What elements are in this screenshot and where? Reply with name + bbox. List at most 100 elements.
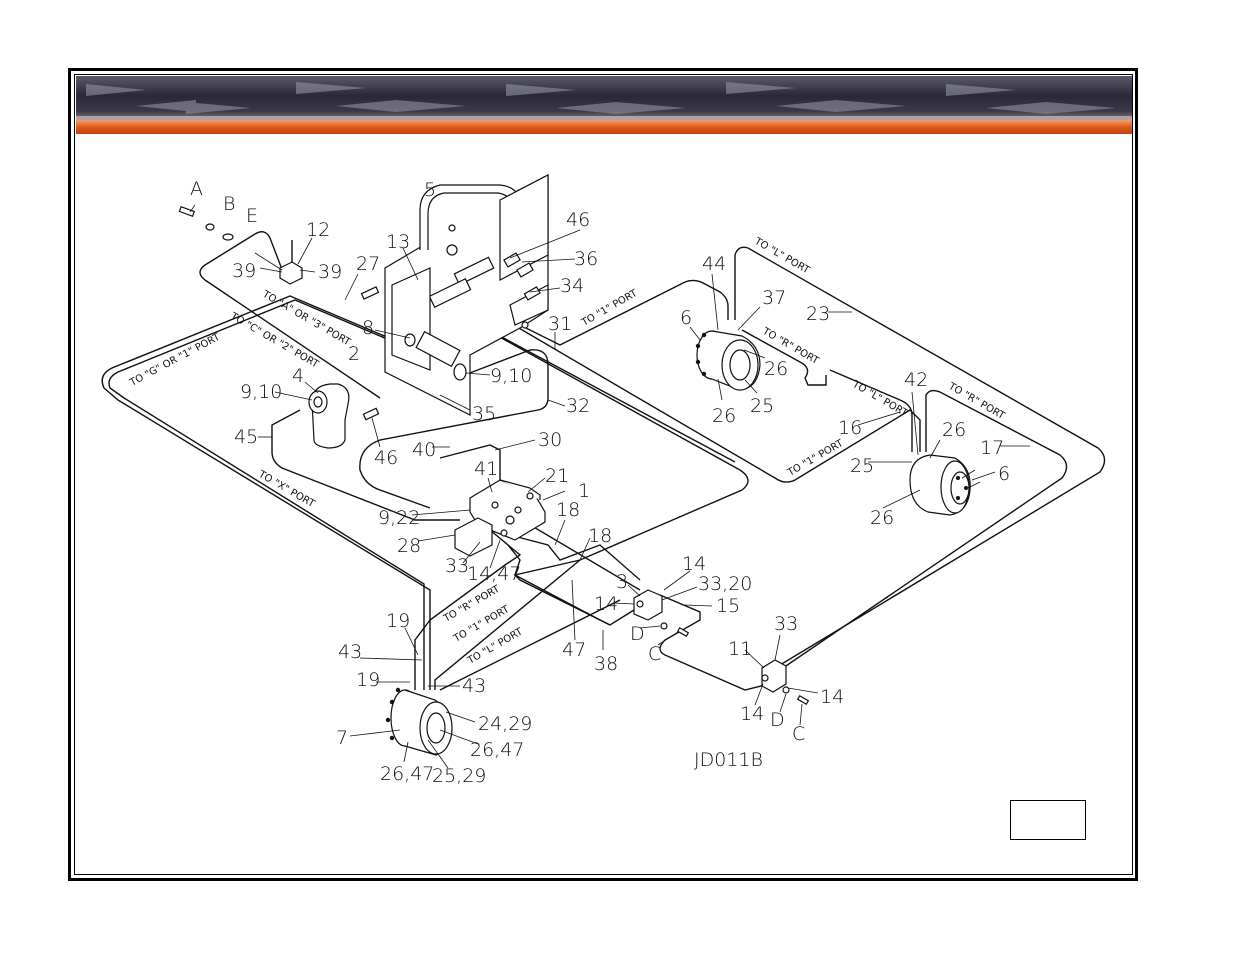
- label-17: 17: [980, 437, 1004, 459]
- bolt-27: [360, 286, 380, 300]
- label-24-29: 24,29: [478, 713, 532, 735]
- label-25a: 25: [750, 395, 774, 417]
- label-39a: 39: [232, 260, 256, 282]
- pin-a: [178, 205, 196, 217]
- label-45: 45: [234, 426, 258, 448]
- label-32: 32: [566, 395, 590, 417]
- bolt-46: [362, 407, 380, 421]
- label-13: 13: [386, 231, 410, 253]
- label-B: B: [223, 193, 235, 215]
- label-D2: D: [770, 709, 785, 731]
- fitting-46: [503, 252, 521, 268]
- label-26-47b: 26,47: [380, 763, 434, 785]
- label-C1: C: [648, 643, 661, 665]
- label-25b: 25: [850, 455, 874, 477]
- port-1-a: TO "1" PORT: [579, 288, 640, 330]
- label-A: A: [190, 178, 203, 200]
- label-33b: 33: [774, 613, 798, 635]
- label-26d: 26: [870, 507, 894, 529]
- label-19a: 19: [386, 610, 410, 632]
- label-6a: 6: [680, 307, 692, 329]
- label-26-47a: 26,47: [470, 739, 524, 761]
- label-C2: C: [792, 723, 805, 745]
- port-l-2: TO "L" PORT: [850, 379, 910, 420]
- label-38: 38: [594, 653, 618, 675]
- label-6b: 6: [998, 463, 1010, 485]
- wheel-motor-rear-right: [909, 454, 981, 516]
- tube-30: [439, 444, 501, 495]
- label-21: 21: [545, 465, 569, 487]
- leader-lines: [189, 204, 1030, 769]
- wheel-motor-front-right: [695, 330, 761, 391]
- label-43b: 43: [462, 675, 486, 697]
- fitting-36: [516, 262, 534, 278]
- fitting-14a: [636, 600, 644, 608]
- label-23: 23: [806, 303, 830, 325]
- label-47: 47: [562, 639, 586, 661]
- tube-32: [359, 349, 549, 509]
- washer-b: [205, 223, 215, 231]
- label-36: 36: [574, 248, 598, 270]
- fitting-34: [523, 286, 541, 301]
- washer-d1: [660, 622, 668, 630]
- label-14b: 14: [594, 593, 618, 615]
- tube-16: [487, 309, 921, 483]
- tube-g1-port-b: [108, 299, 425, 690]
- label-14c: 14: [820, 686, 844, 708]
- label-9-10b: 9,10: [490, 365, 532, 387]
- tube-r-port-1: [741, 329, 827, 386]
- label-34: 34: [560, 275, 584, 297]
- label-18b: 18: [588, 525, 612, 547]
- label-19b: 19: [356, 669, 380, 691]
- port-r-2: TO "R" PORT: [946, 381, 1007, 423]
- tube-17: [779, 389, 1068, 671]
- label-33-20: 33,20: [698, 573, 752, 595]
- label-15: 15: [716, 595, 740, 617]
- label-14d: 14: [740, 703, 764, 725]
- tube-18-b: [509, 534, 641, 581]
- tube-top-left: [199, 231, 381, 399]
- tube-40-b: [469, 319, 736, 463]
- port-g-or-1: TO "G" OR "1" PORT: [127, 331, 222, 389]
- reservoir-4: [308, 383, 350, 449]
- label-3: 3: [616, 571, 628, 593]
- label-18a: 18: [556, 499, 580, 521]
- label-25-29: 25,29: [432, 765, 486, 787]
- outer-border: [68, 68, 1138, 881]
- label-28: 28: [397, 535, 421, 557]
- label-39b: 39: [318, 261, 342, 283]
- tube-38: [507, 544, 651, 626]
- label-33a: 33: [445, 555, 469, 577]
- label-16: 16: [838, 417, 862, 439]
- label-D1: D: [630, 623, 645, 645]
- label-2: 2: [348, 343, 360, 365]
- header-banner: [76, 76, 1132, 134]
- label-26c: 26: [942, 419, 966, 441]
- label-14a: 14: [682, 553, 706, 575]
- label-1: 1: [578, 480, 590, 502]
- label-11: 11: [728, 638, 752, 660]
- bolt-c2: [796, 694, 810, 706]
- tee-block-3: [633, 589, 663, 621]
- label-31: 31: [548, 313, 572, 335]
- label-9-10a: 9,10: [240, 381, 282, 403]
- page-number-box: [1010, 800, 1086, 840]
- label-12: 12: [306, 219, 330, 241]
- tube-40: [477, 324, 749, 626]
- label-46b: 46: [374, 447, 398, 469]
- label-46a: 46: [566, 209, 590, 231]
- label-30: 30: [538, 429, 562, 451]
- wheel-motor-front-left: [385, 687, 453, 756]
- tube-31: [479, 279, 729, 346]
- label-41: 41: [474, 458, 498, 480]
- tube-rear-3: [439, 599, 621, 691]
- tube-rear-2: [434, 559, 581, 690]
- port-l-1: TO "L" PORT: [752, 236, 812, 277]
- label-5: 5: [424, 179, 436, 201]
- inner-border: [74, 74, 1133, 875]
- label-9-22: 9,22: [378, 507, 420, 529]
- tee-block-12: [279, 261, 303, 285]
- label-8: 8: [362, 317, 374, 339]
- label-42: 42: [904, 369, 928, 391]
